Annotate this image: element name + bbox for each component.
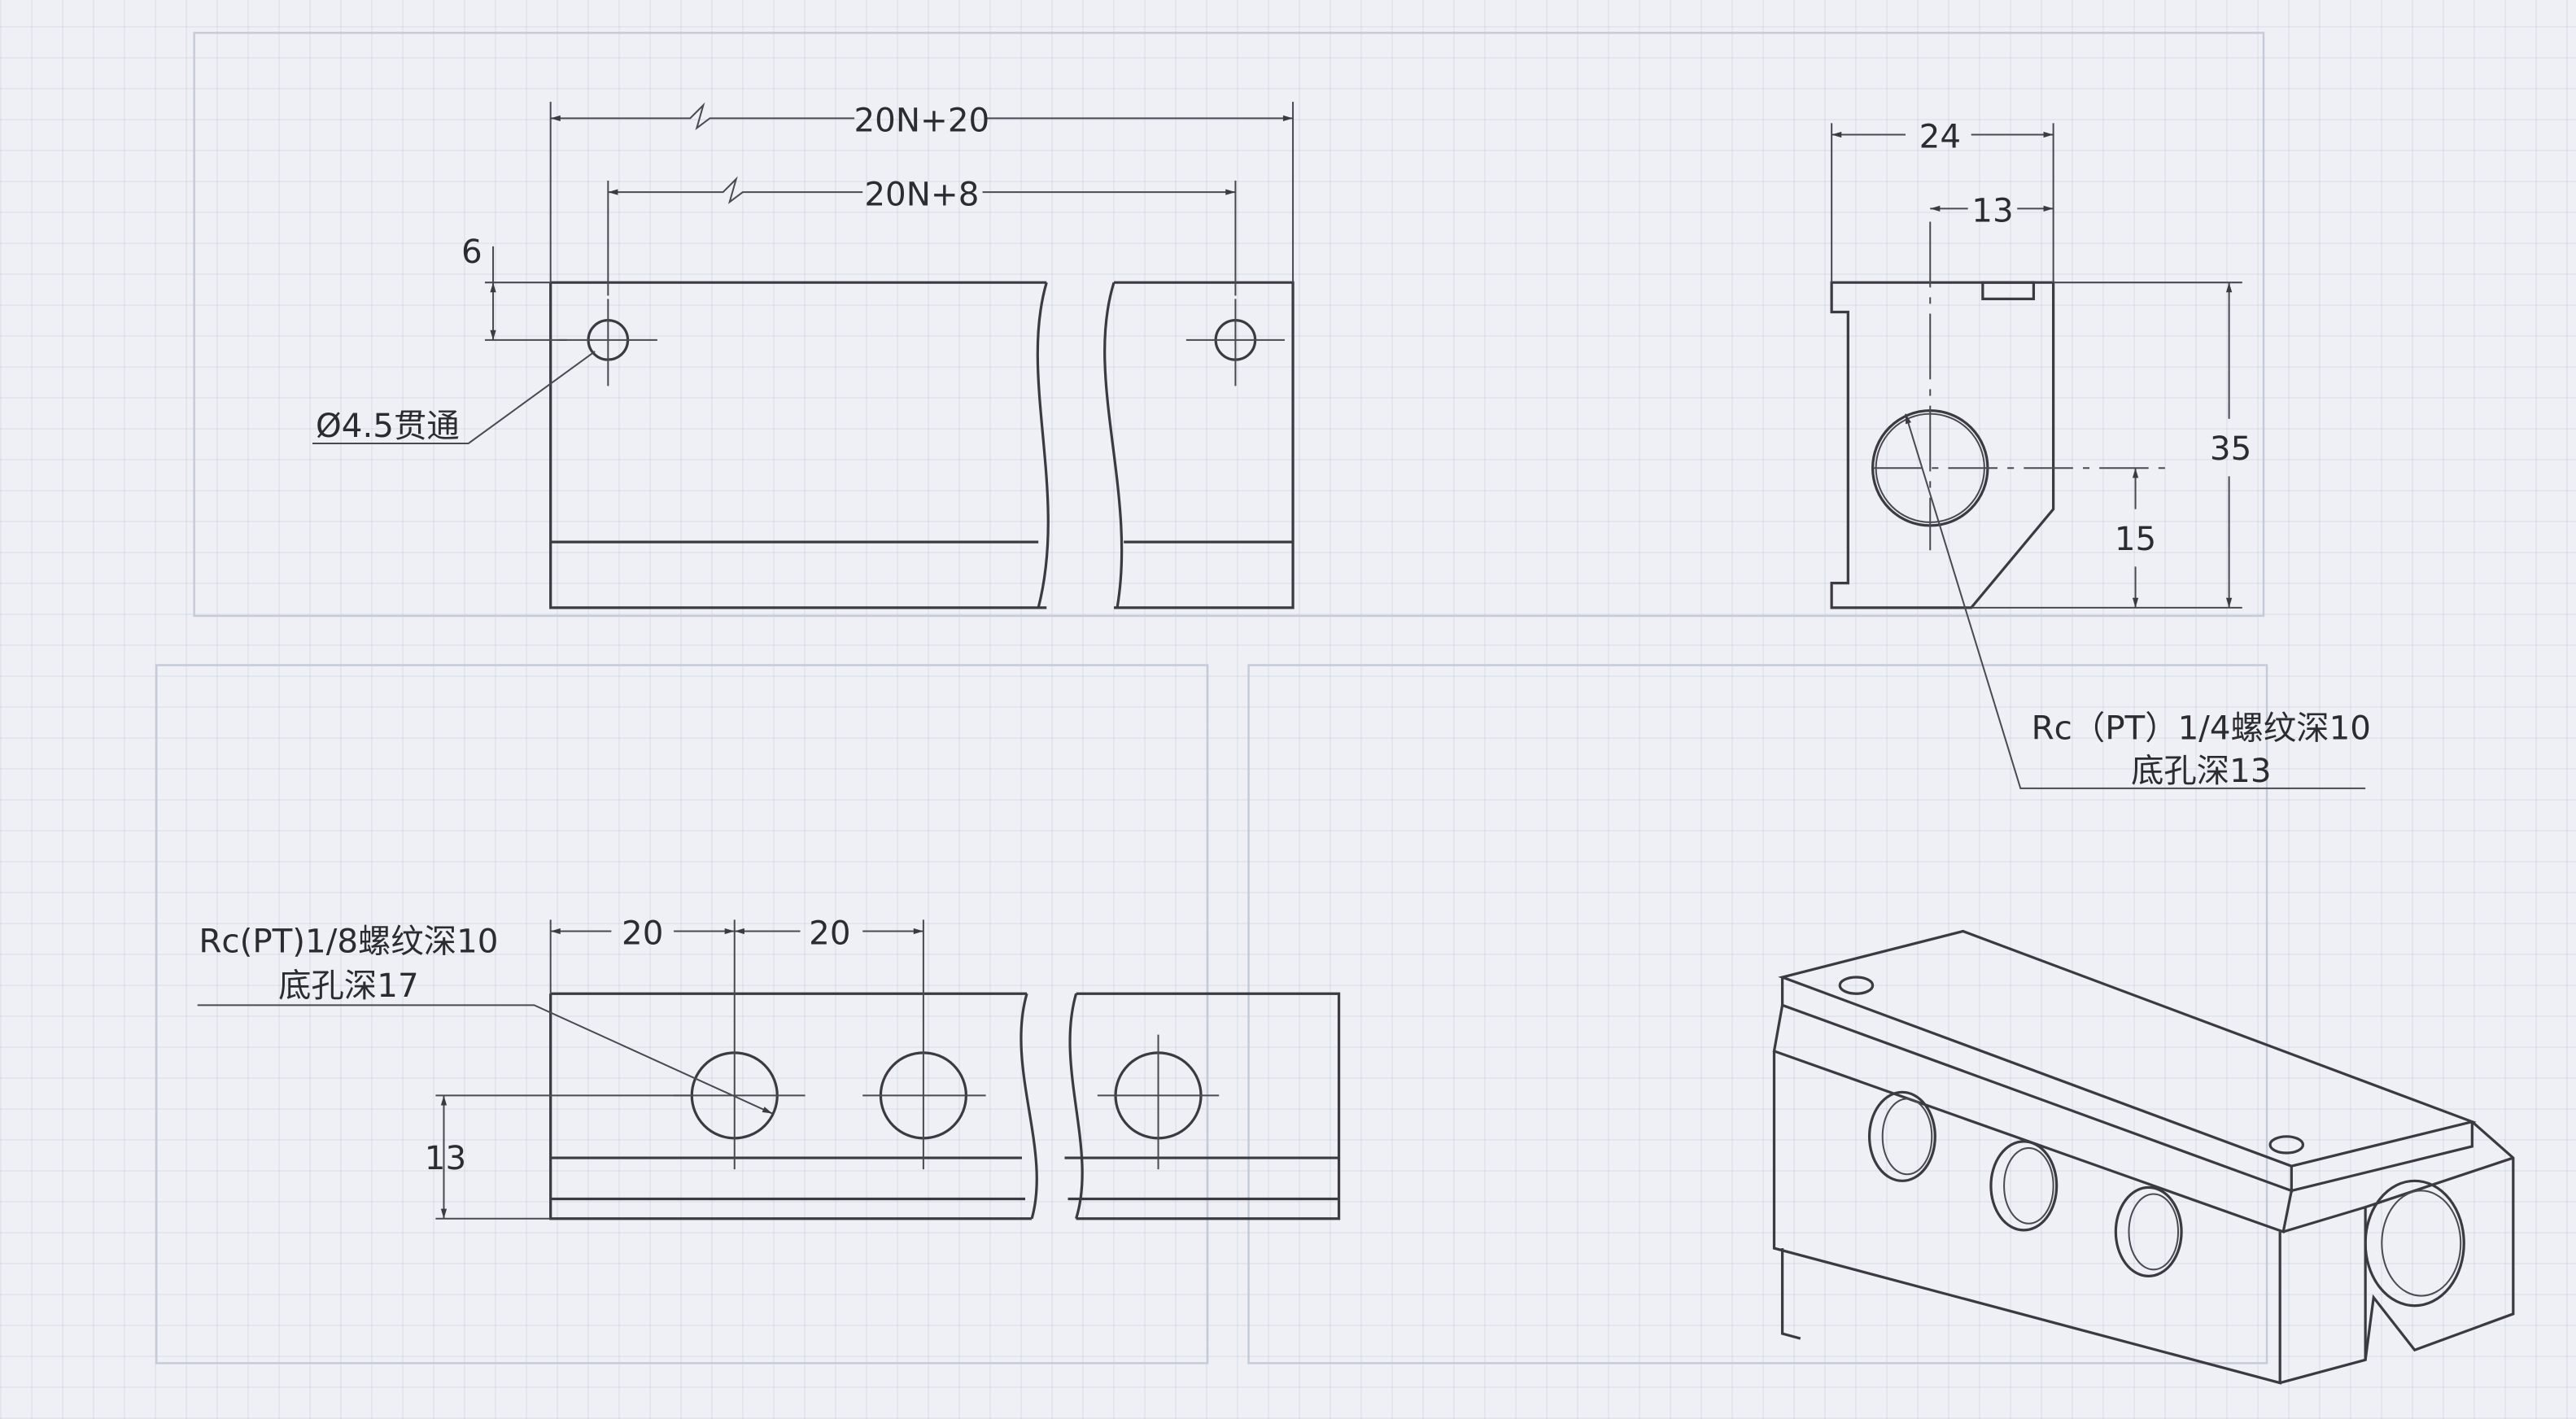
isometric-view [1772,929,2515,1385]
dim-pitch-1: 20 [622,915,663,953]
sheet-frames [155,32,2268,1364]
hole-note: Ø4.5贯通 [316,407,460,445]
front-view-top: 20N+20 20N+8 6 Ø4.5贯通 [312,101,1295,609]
thread-note-1-8: Rc(PT)1/8螺纹深10 [199,923,498,961]
dim-hole-offset: 6 [461,233,482,271]
dim-height: 35 [2210,430,2251,468]
dim-overall-length: 20N+20 [854,101,990,139]
dim-width: 24 [1919,118,1961,156]
dim-hole-spacing: 20N+8 [864,175,979,213]
bore-depth-note-17: 底孔深17 [278,967,418,1005]
dim-hole-offset-side: 13 [1971,192,2013,230]
thread-note-1-4: Rc（PT）1/4螺纹深10 [2032,709,2371,747]
dim-hole-height: 15 [2115,520,2156,558]
bore-depth-note-13: 底孔深13 [2131,752,2271,790]
side-view: 24 13 35 15 Rc（PT）1/4螺纹深10 底孔深13 [1830,118,2371,790]
front-view-bottom: 20 20 13 Rc(PT)1/8螺纹深10 底孔深17 [197,915,1341,1220]
dim-pitch-2: 20 [809,915,850,953]
dim-hole-height-bottom: 13 [425,1139,466,1177]
